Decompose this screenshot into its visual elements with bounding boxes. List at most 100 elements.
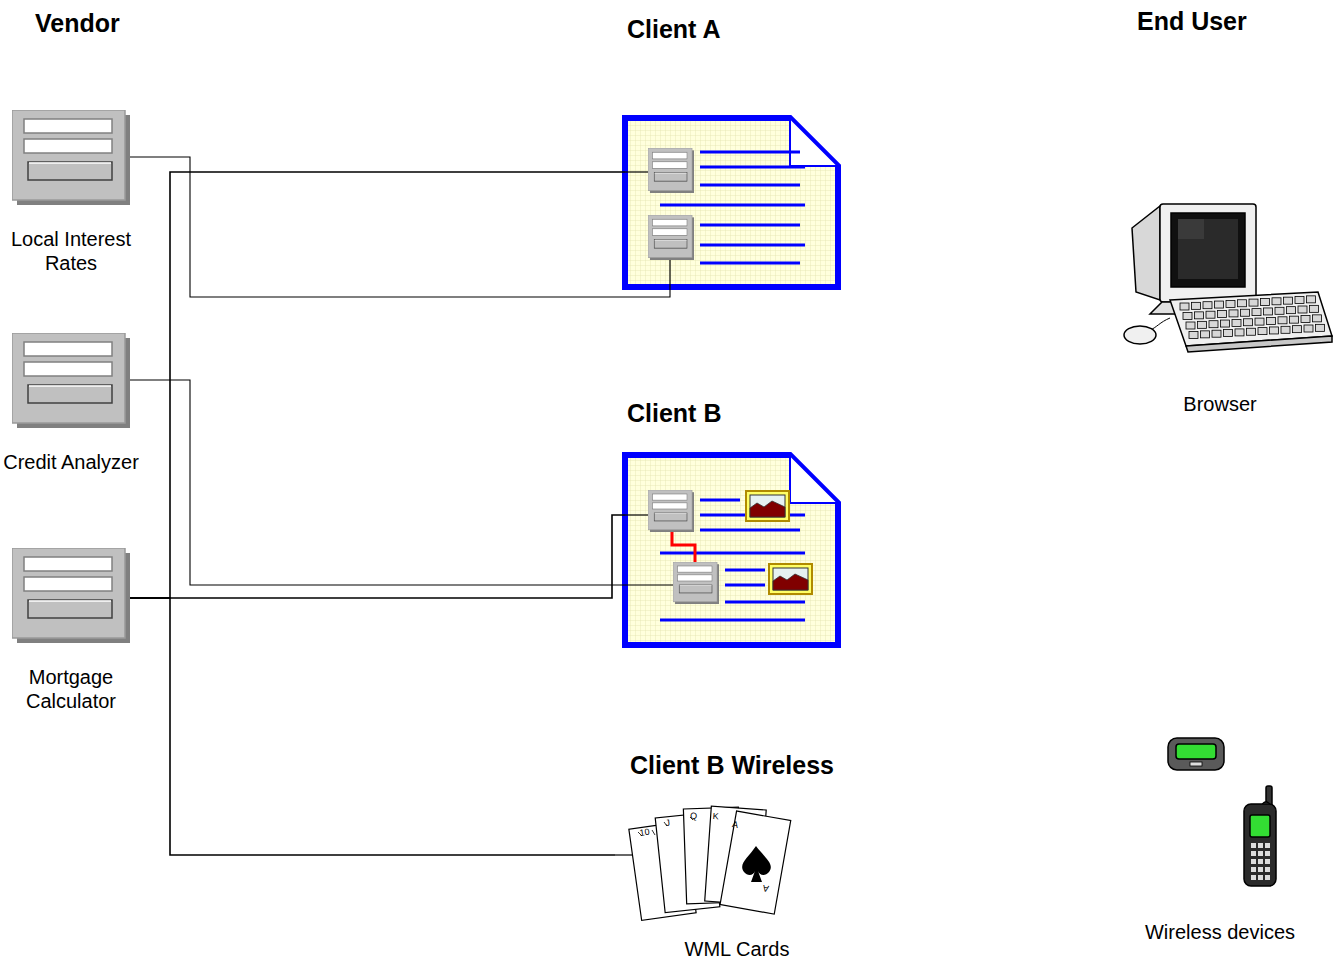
client-page-document	[725, 601, 805, 604]
computer-icon	[1310, 305, 1319, 312]
computer-icon	[1132, 206, 1160, 300]
computer-icon	[1178, 219, 1238, 279]
client-page-document	[672, 532, 695, 562]
client-page-document	[625, 118, 838, 287]
connector-line	[130, 172, 625, 598]
computer-icon	[1180, 296, 1325, 339]
computer-icon	[1284, 297, 1293, 304]
computer-icon	[1313, 315, 1322, 322]
computer-icon	[1298, 306, 1307, 313]
computer-icon	[1198, 321, 1207, 328]
computer-icon	[1178, 219, 1204, 239]
client-page-document	[669, 260, 670, 287]
client-page-document	[625, 455, 838, 645]
computer-icon	[1278, 317, 1287, 324]
computer-icon	[1183, 313, 1192, 320]
computer-icon	[1212, 330, 1221, 337]
wml-cards-picture	[615, 806, 791, 920]
computer-icon	[1229, 310, 1238, 317]
client-page-document	[700, 499, 740, 502]
browser-device: Browser	[1110, 200, 1330, 355]
computer-icon	[1221, 320, 1230, 327]
computer-icon	[1255, 318, 1264, 325]
client-page-document	[625, 171, 648, 172]
connector-line	[130, 515, 625, 598]
connector-line	[130, 380, 625, 585]
computer-icon	[1272, 298, 1281, 305]
computer-icon	[1203, 302, 1212, 309]
computer-icon	[1171, 213, 1245, 287]
computer-icon	[1201, 331, 1210, 338]
node-caption: WML Cards	[672, 937, 802, 961]
card-index: 10	[639, 828, 650, 839]
client-page-document	[660, 619, 805, 622]
vendor-widget: Credit Analyzer	[12, 333, 130, 428]
wireless-device-icons	[1265, 867, 1270, 872]
wireless-device-icons	[1244, 804, 1276, 886]
wireless-device-icons	[1265, 851, 1270, 856]
client-page-document	[700, 262, 800, 265]
client-heading: Client B	[627, 398, 721, 428]
wireless-device-icons	[1250, 815, 1270, 837]
wml-cards-picture	[742, 846, 771, 882]
client-page-document	[700, 151, 800, 154]
vendor-widget-icons	[12, 333, 130, 428]
client-page: Client B	[625, 455, 838, 645]
vendor-widget: Mortgage Calculator	[12, 548, 130, 643]
computer-icon	[1293, 326, 1302, 333]
client-page-document	[648, 490, 694, 532]
computer-icon	[1304, 325, 1313, 332]
vendor-widget-icons	[12, 548, 130, 643]
wireless-device: Wireless devices	[1160, 735, 1280, 890]
wireless-device-icons	[1258, 843, 1263, 848]
wireless-device-icons	[1168, 738, 1224, 770]
computer-icon	[1252, 309, 1261, 316]
client-heading: Client B Wireless	[630, 750, 834, 780]
computer-icon	[1226, 300, 1235, 307]
card-index: Q	[690, 812, 697, 822]
node-caption: Wireless devices	[1135, 920, 1305, 944]
computer-icon	[1301, 316, 1310, 323]
computer-icon	[1124, 326, 1156, 344]
connector-line	[130, 157, 670, 297]
computer-icon	[1195, 312, 1204, 319]
client-page-document	[625, 584, 673, 585]
client-page-document	[700, 244, 805, 247]
wireless-device-icons	[1251, 843, 1256, 848]
computer-icon	[1238, 300, 1247, 307]
node-caption: Browser	[1160, 392, 1280, 416]
wireless-client: Client B WirelessWML Cards	[615, 800, 787, 928]
wireless-device-icons	[1258, 851, 1263, 856]
column-heading: End User	[1137, 8, 1247, 36]
node-caption: Credit Analyzer	[2, 450, 140, 474]
client-page-document	[625, 172, 670, 287]
client-page-document	[700, 224, 800, 227]
computer-icon	[1224, 330, 1233, 337]
wireless-device-icons	[1190, 762, 1202, 766]
computer-icon	[1186, 336, 1332, 352]
computer-icon	[1264, 308, 1273, 315]
wireless-device-icons	[1258, 875, 1263, 880]
computer-icon	[1215, 301, 1224, 308]
client-page-document	[625, 118, 838, 287]
computer-icon	[1235, 329, 1244, 336]
wireless-device-icons	[1176, 744, 1216, 759]
client-page-document	[725, 569, 765, 572]
computer-icon	[1180, 303, 1189, 310]
client-heading: Client A	[627, 14, 721, 44]
wireless-device-icons	[1265, 859, 1270, 864]
computer-icon	[1232, 319, 1241, 326]
computer-icon	[1249, 299, 1258, 306]
computer-icon	[1295, 297, 1304, 304]
vendor-widget-icons	[12, 110, 130, 205]
card-index: J	[665, 819, 671, 829]
computer-icon	[1258, 328, 1267, 335]
computer-icon	[1270, 327, 1279, 334]
computer-icon	[1267, 317, 1276, 324]
wireless-device-icons	[1265, 875, 1270, 880]
computer-icon	[1287, 307, 1296, 314]
computer-icon	[1244, 319, 1253, 326]
wireless-device-icons	[1251, 867, 1256, 872]
client-page-document	[746, 491, 789, 521]
